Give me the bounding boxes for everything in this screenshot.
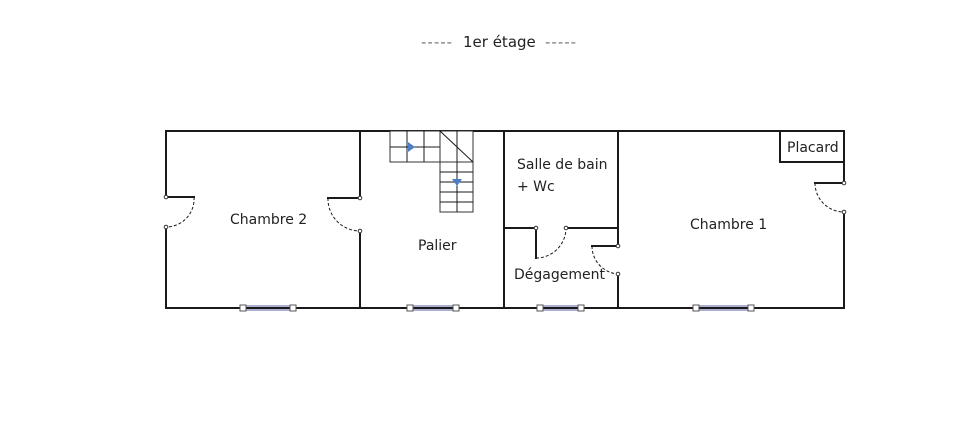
- window-degagement: [536, 304, 585, 312]
- stair-arrow-down-icon: [452, 179, 462, 186]
- room-label-chambre1: Chambre 1: [690, 217, 767, 233]
- room-label-palier: Palier: [418, 238, 457, 254]
- title-dash-left: -----: [421, 33, 453, 51]
- stair-arrow-right-icon: [408, 142, 415, 152]
- room-label-placard: Placard: [787, 140, 839, 156]
- door-chambre2-palier: [327, 195, 363, 234]
- window-palier: [406, 304, 460, 312]
- room-label-degagement: Dégagement: [514, 267, 605, 283]
- window-chambre1: [692, 304, 755, 312]
- interior-walls: [359, 130, 845, 309]
- title-dash-right: -----: [545, 33, 577, 51]
- room-label-chambre2: Chambre 2: [230, 212, 307, 228]
- staircase: [389, 130, 474, 213]
- window-chambre2: [239, 304, 297, 312]
- room-label-wc: + Wc: [517, 179, 555, 195]
- door-chambre2-exterior: [163, 194, 195, 230]
- door-degagement-chambre1: [591, 243, 621, 277]
- floor-title: 1er étage: [463, 33, 536, 51]
- door-chambre1-exterior: [814, 180, 847, 215]
- room-label-salle-bain: Salle de bain: [517, 157, 608, 173]
- door-salle-bain: [533, 225, 569, 259]
